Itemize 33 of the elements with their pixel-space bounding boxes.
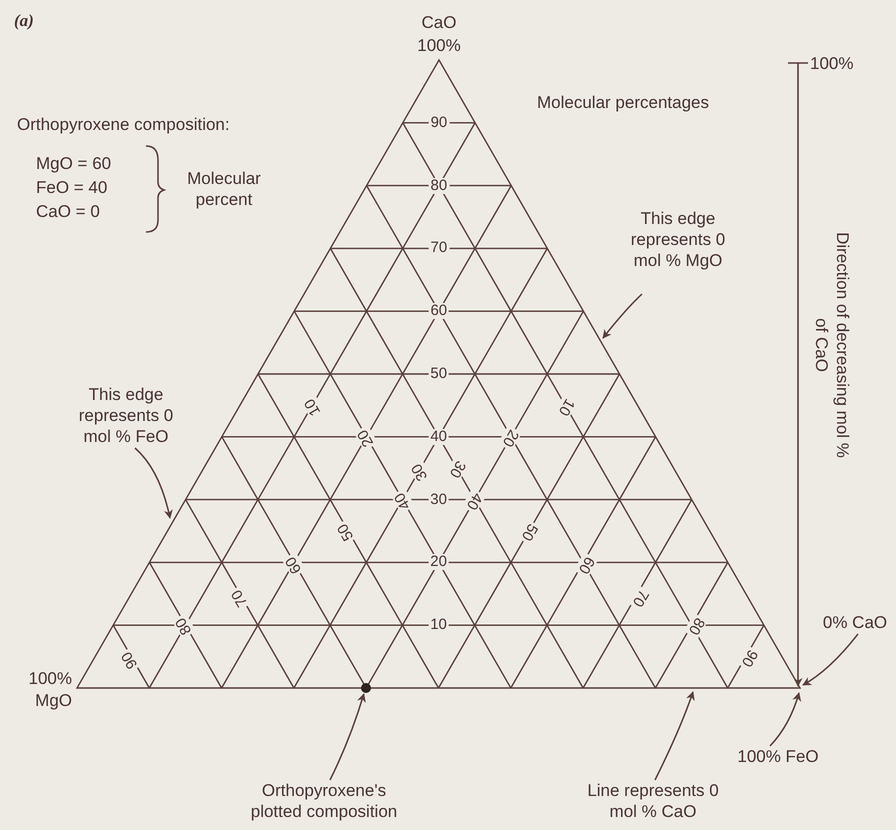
figure-label: (a) [14, 10, 34, 31]
composition-value: FeO = 40 [36, 177, 108, 198]
tick-label: 20 [428, 554, 449, 570]
tick-label: 40 [428, 428, 450, 445]
tick-label: 80 [428, 178, 450, 194]
composition-value: CaO = 0 [36, 201, 100, 222]
callout-text: Orthopyroxene's plotted composition [238, 780, 410, 822]
chart-heading: Molecular percentages [537, 92, 709, 113]
leader-arrow [602, 293, 643, 339]
axis-label: Direction of decreasing mol % of CaO [811, 231, 853, 460]
callout-text: Line represents 0 mol % CaO [578, 780, 728, 822]
vertex-label: CaO [422, 12, 456, 33]
data-point [361, 683, 372, 693]
leader-arrow [802, 634, 859, 686]
callout-text: This edge represents 0 mol % FeO [64, 384, 188, 447]
vertex-label: 100% [28, 668, 72, 689]
vertex-label: MgO [35, 690, 72, 711]
leader-arrow [134, 447, 173, 519]
composition-heading: Orthopyroxene composition: [17, 114, 230, 135]
leader-arrow [769, 692, 801, 746]
callout-text: 100% FeO [733, 746, 823, 767]
leader-arrow [654, 691, 695, 780]
scale-label: 100% [810, 53, 854, 74]
tick-label: 80 [684, 613, 708, 639]
tick-label: 60 [574, 552, 598, 578]
leader-arrow [329, 693, 366, 780]
brace-label: Molecular percent [186, 168, 262, 210]
vertex-label: 100% [417, 35, 461, 56]
composition-value: MgO = 60 [36, 153, 112, 174]
tick-label: 60 [428, 303, 450, 320]
callout-text: 0% CaO [815, 612, 895, 633]
callout-text: This edge represents 0 mol % MgO [628, 208, 728, 271]
tick-label: 80 [172, 613, 196, 639]
